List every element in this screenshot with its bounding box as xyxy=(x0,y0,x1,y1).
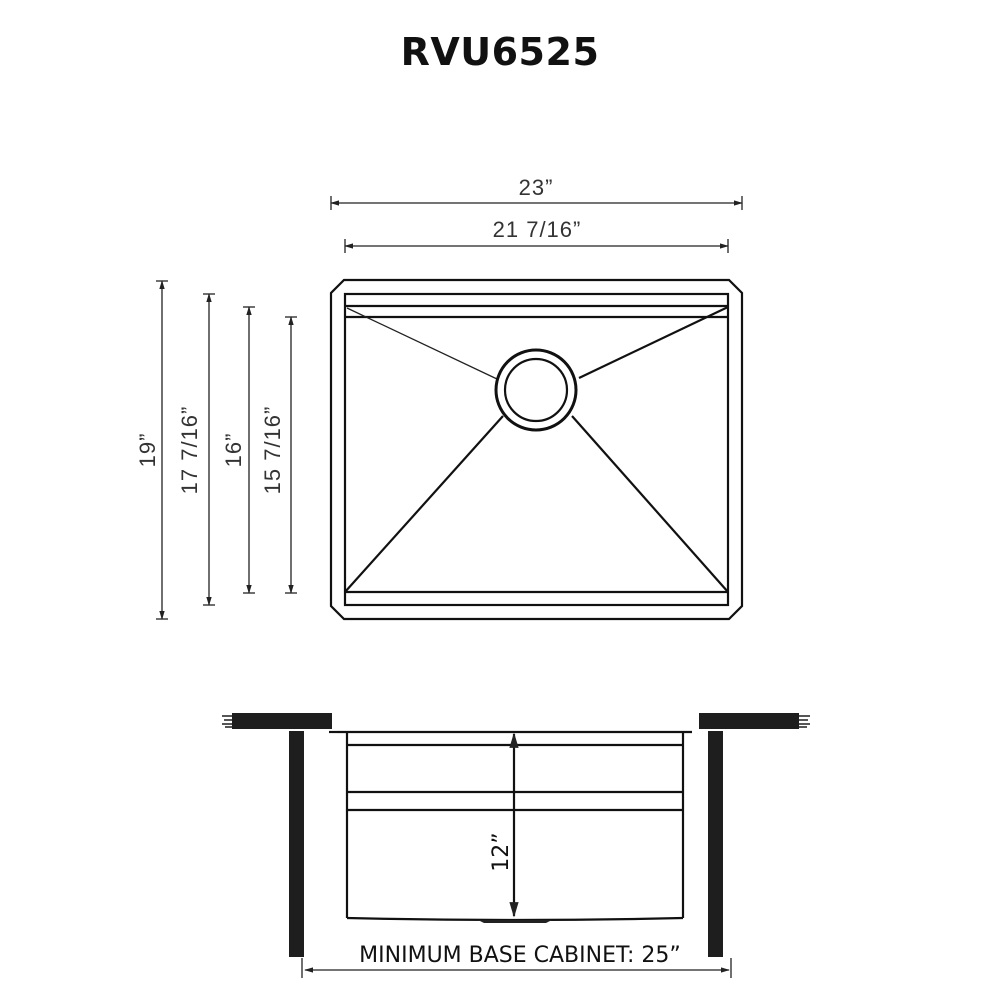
dim-label-bottom-depth: 15 7/16” xyxy=(260,406,285,495)
countertop-left xyxy=(222,713,332,729)
dim-label-flange-depth: 17 7/16” xyxy=(177,406,202,495)
width-dimension-21-7-16: 21 7/16” xyxy=(344,217,729,253)
width-dimension-23: 23” xyxy=(330,175,743,210)
cabinet-label: MINIMUM BASE CABINET: 25” xyxy=(359,943,681,968)
dim-label-bowl-depth: 16” xyxy=(221,433,246,468)
sink-top-view xyxy=(329,278,744,621)
depth-dimension-16: 16” xyxy=(221,306,255,594)
cabinet-width-dimension: MINIMUM BASE CABINET: 25” xyxy=(301,943,732,978)
model-title: RVU6525 xyxy=(400,30,600,74)
drain-icon xyxy=(503,357,569,423)
cabinet-wall-left xyxy=(289,731,304,957)
dim-label-overall-depth: 19” xyxy=(135,433,160,468)
drain-outlet xyxy=(478,920,552,923)
countertop-right xyxy=(699,713,810,729)
depth-dimension-15-7-16: 15 7/16” xyxy=(260,316,297,594)
depth-dimension-19: 19” xyxy=(135,280,168,620)
dim-label-overall-width: 23” xyxy=(519,175,554,200)
cabinet-wall-right xyxy=(708,731,723,957)
dim-label-sink-depth: 12” xyxy=(489,832,514,871)
sink-side-view: 12” xyxy=(329,730,692,923)
dim-label-inner-width: 21 7/16” xyxy=(493,217,582,242)
drain-outer-ring xyxy=(494,348,578,432)
depth-dimension-17-7-16: 17 7/16” xyxy=(177,293,215,606)
